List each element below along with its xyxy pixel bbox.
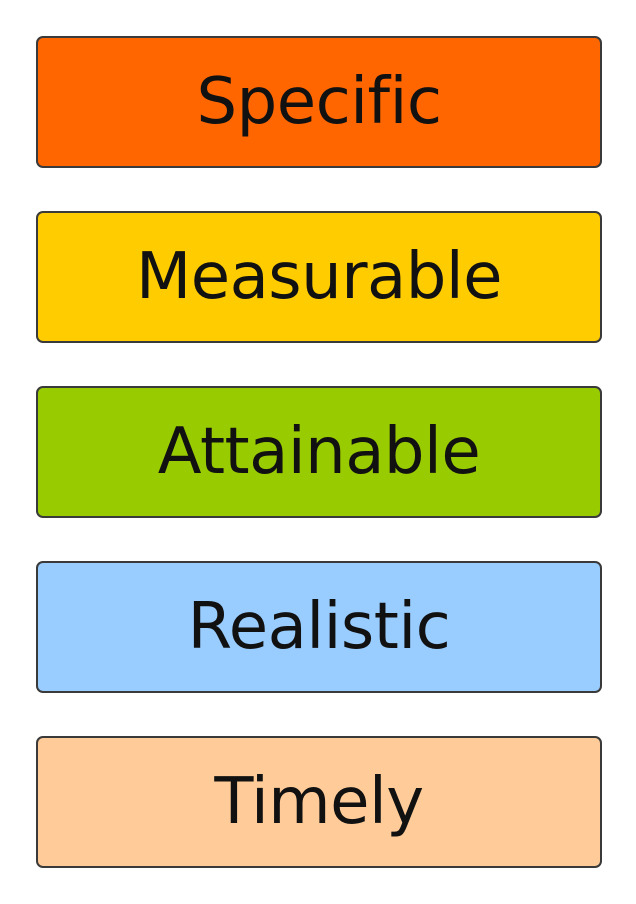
box-label: Attainable	[157, 415, 481, 489]
box-attainable: Attainable	[36, 386, 602, 518]
box-label: Realistic	[187, 590, 451, 664]
box-label: Timely	[214, 765, 424, 839]
box-timely: Timely	[36, 736, 602, 868]
box-label: Measurable	[135, 240, 503, 314]
box-measurable: Measurable	[36, 211, 602, 343]
box-specific: Specific	[36, 36, 602, 168]
box-label: Specific	[196, 65, 442, 139]
box-realistic: Realistic	[36, 561, 602, 693]
